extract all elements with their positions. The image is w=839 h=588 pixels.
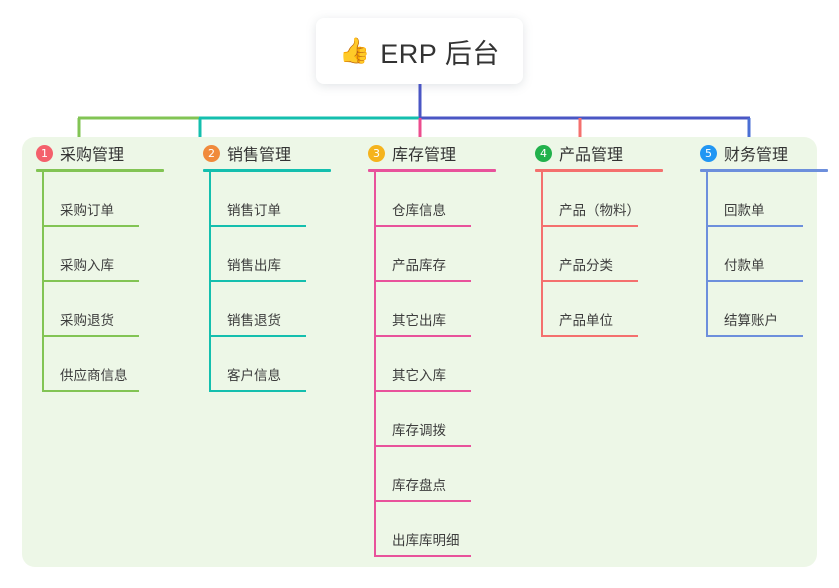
branch-item-label: 销售出库 bbox=[227, 258, 281, 273]
branch-item-underline bbox=[543, 280, 638, 282]
branch-item[interactable]: 销售订单 bbox=[209, 172, 354, 227]
branch-column: 5 财务管理回款单付款单结算账户 bbox=[686, 137, 839, 337]
branch-item-label: 其它出库 bbox=[392, 313, 446, 328]
branch-item-label: 库存盘点 bbox=[392, 478, 446, 493]
branch-item-label: 其它入库 bbox=[392, 368, 446, 383]
branch-item[interactable]: 结算账户 bbox=[706, 282, 839, 337]
branch-item[interactable]: 回款单 bbox=[706, 172, 839, 227]
branch-number-badge: 4 bbox=[535, 144, 552, 162]
branch-underline bbox=[36, 169, 164, 172]
branch-item-label: 库存调拨 bbox=[392, 423, 446, 438]
branch-item-underline bbox=[44, 225, 139, 227]
branch-item-label: 产品库存 bbox=[392, 258, 446, 273]
branch-item[interactable]: 采购订单 bbox=[42, 172, 187, 227]
branch-underline bbox=[535, 169, 663, 172]
branch-item-label: 客户信息 bbox=[227, 368, 281, 383]
branch-item-underline bbox=[708, 225, 803, 227]
branch-item-label: 产品（物料） bbox=[559, 203, 640, 218]
branch-item-underline bbox=[543, 225, 638, 227]
branch-item[interactable]: 产品（物料） bbox=[541, 172, 686, 227]
branch-header[interactable]: 5 财务管理 bbox=[686, 137, 839, 169]
branch-item-underline bbox=[44, 280, 139, 282]
branch-item-list: 回款单付款单结算账户 bbox=[706, 172, 839, 337]
branch-item-underline bbox=[376, 225, 471, 227]
branch-item-label: 产品单位 bbox=[559, 313, 613, 328]
branch-header[interactable]: 2 销售管理 bbox=[189, 137, 354, 169]
branch-item[interactable]: 销售退货 bbox=[209, 282, 354, 337]
branch-column: 3 库存管理仓库信息产品库存其它出库其它入库库存调拨库存盘点出库库明细 bbox=[354, 137, 519, 557]
branch-underline bbox=[203, 169, 331, 172]
branch-item[interactable]: 库存调拨 bbox=[374, 392, 519, 447]
branch-item[interactable]: 销售出库 bbox=[209, 227, 354, 282]
branch-item-underline bbox=[708, 280, 803, 282]
branch-item-underline bbox=[376, 555, 471, 557]
branch-header[interactable]: 1 采购管理 bbox=[22, 137, 187, 169]
branch-item[interactable]: 库存盘点 bbox=[374, 447, 519, 502]
branch-title: 财务管理 bbox=[724, 147, 789, 164]
branch-item-label: 采购入库 bbox=[60, 258, 114, 273]
branch-item-underline bbox=[211, 335, 306, 337]
branch-number-badge: 1 bbox=[36, 144, 53, 162]
branch-item[interactable]: 其它入库 bbox=[374, 337, 519, 392]
branch-item-underline bbox=[211, 390, 306, 392]
branch-item-underline bbox=[376, 390, 471, 392]
branch-item-underline bbox=[543, 335, 638, 337]
branch-item-underline bbox=[376, 500, 471, 502]
branch-item-underline bbox=[211, 225, 306, 227]
branch-item-underline bbox=[44, 335, 139, 337]
branch-item-list: 产品（物料） 产品分类产品单位 bbox=[541, 172, 686, 337]
branch-item-list: 销售订单销售出库销售退货客户信息 bbox=[209, 172, 354, 392]
branch-item-list: 仓库信息产品库存其它出库其它入库库存调拨库存盘点出库库明细 bbox=[374, 172, 519, 557]
root-node-title: ERP 后台 bbox=[380, 38, 500, 69]
branch-column: 2 销售管理销售订单销售出库销售退货客户信息 bbox=[189, 137, 354, 392]
branch-number-badge: 2 bbox=[203, 144, 220, 162]
branch-item[interactable]: 出库库明细 bbox=[374, 502, 519, 557]
branch-item[interactable]: 采购退货 bbox=[42, 282, 187, 337]
branch-item-underline bbox=[708, 335, 803, 337]
branch-column: 1 采购管理采购订单采购入库采购退货供应商信息 bbox=[22, 137, 187, 392]
branch-item-label: 出库库明细 bbox=[392, 533, 460, 548]
branch-item-underline bbox=[44, 390, 139, 392]
branch-title: 采购管理 bbox=[60, 147, 125, 164]
branch-underline bbox=[700, 169, 828, 172]
branch-item-label: 仓库信息 bbox=[392, 203, 446, 218]
branch-item[interactable]: 其它出库 bbox=[374, 282, 519, 337]
branch-item-label: 付款单 bbox=[724, 258, 765, 273]
branch-item-list: 采购订单采购入库采购退货供应商信息 bbox=[42, 172, 187, 392]
branch-column: 4 产品管理产品（物料） 产品分类产品单位 bbox=[521, 137, 686, 337]
branch-item-underline bbox=[376, 445, 471, 447]
branch-item-label: 销售退货 bbox=[227, 313, 281, 328]
root-node-card[interactable]: 👍 ERP 后台 bbox=[316, 18, 523, 84]
branch-item[interactable]: 仓库信息 bbox=[374, 172, 519, 227]
branch-panel bbox=[22, 137, 817, 567]
branch-item-label: 结算账户 bbox=[724, 313, 778, 328]
branch-underline bbox=[368, 169, 496, 172]
branch-title: 产品管理 bbox=[559, 147, 624, 164]
branch-item[interactable]: 付款单 bbox=[706, 227, 839, 282]
branch-item-underline bbox=[211, 280, 306, 282]
branch-item[interactable]: 产品单位 bbox=[541, 282, 686, 337]
branch-item-label: 回款单 bbox=[724, 203, 765, 218]
branch-header[interactable]: 4 产品管理 bbox=[521, 137, 686, 169]
branch-item[interactable]: 产品库存 bbox=[374, 227, 519, 282]
branch-item-label: 采购退货 bbox=[60, 313, 114, 328]
branch-item[interactable]: 客户信息 bbox=[209, 337, 354, 392]
branch-header[interactable]: 3 库存管理 bbox=[354, 137, 519, 169]
branch-item[interactable]: 采购入库 bbox=[42, 227, 187, 282]
branch-item-label: 产品分类 bbox=[559, 258, 613, 273]
branch-item[interactable]: 供应商信息 bbox=[42, 337, 187, 392]
branch-title: 库存管理 bbox=[392, 147, 457, 164]
branch-number-badge: 5 bbox=[700, 144, 717, 162]
branch-item-label: 采购订单 bbox=[60, 203, 114, 218]
branch-item[interactable]: 产品分类 bbox=[541, 227, 686, 282]
branch-title: 销售管理 bbox=[227, 147, 292, 164]
thumbs-up-icon: 👍 bbox=[339, 36, 371, 65]
branch-item-underline bbox=[376, 335, 471, 337]
branch-item-label: 供应商信息 bbox=[60, 368, 128, 383]
branch-item-underline bbox=[376, 280, 471, 282]
branch-number-badge: 3 bbox=[368, 144, 385, 162]
branch-item-label: 销售订单 bbox=[227, 203, 281, 218]
